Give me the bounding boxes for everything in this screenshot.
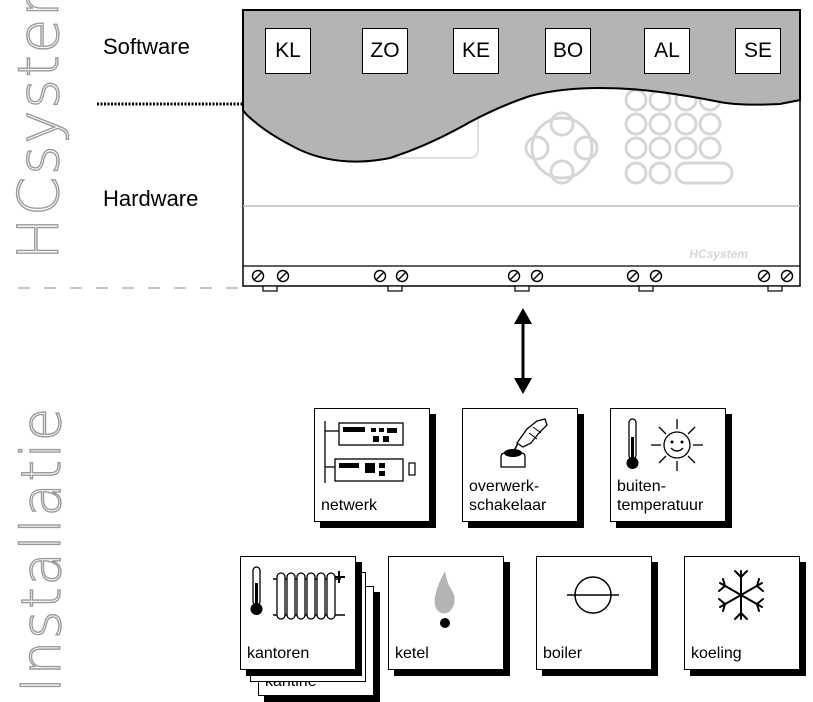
terminal-tabs xyxy=(262,285,783,292)
card-netwerk: netwerk xyxy=(314,408,430,522)
module-zo: ZO xyxy=(362,28,408,74)
network-icon xyxy=(324,421,416,483)
terminal-screws xyxy=(251,269,794,283)
card-ketel: ketel xyxy=(388,556,504,670)
module-ke: KE xyxy=(453,28,499,74)
hardware-label: Hardware xyxy=(103,186,199,211)
switch-hand-icon xyxy=(500,418,548,468)
device-keypad xyxy=(624,88,734,185)
installatie-title: Installatie xyxy=(9,405,73,693)
snowflake-icon xyxy=(718,570,764,620)
software-label: Software xyxy=(103,34,190,59)
card-boiler-label: boiler xyxy=(543,645,583,662)
connection-arrow xyxy=(514,308,532,394)
card-boiler: boiler xyxy=(536,556,652,670)
card-overwerkschakelaar-label: overwerk- schakelaar xyxy=(469,478,547,514)
flame-icon xyxy=(434,571,455,628)
module-al: AL xyxy=(644,28,690,74)
card-koeling-label: koeling xyxy=(691,645,742,662)
card-buitentemperatuur-label: buiten- temperatuur xyxy=(617,478,704,514)
thermometer-sun-icon xyxy=(626,418,703,471)
boiler-icon xyxy=(567,576,619,614)
card-kantoren-label: kantoren xyxy=(247,645,310,662)
card-koeling: koeling xyxy=(684,556,800,670)
module-bo: BO xyxy=(545,28,591,74)
device-arrow-pad xyxy=(524,111,599,185)
module-kl: KL xyxy=(265,28,311,74)
device-brand: HCsystem xyxy=(689,247,748,261)
card-kantoren: kantoren xyxy=(240,556,356,670)
card-netwerk-label: netwerk xyxy=(321,497,378,514)
module-se: SE xyxy=(735,28,781,74)
card-buitentemperatuur: buiten- temperatuur xyxy=(610,408,726,522)
radiator-icon xyxy=(250,566,345,620)
card-ketel-label: ketel xyxy=(395,645,429,662)
card-overwerkschakelaar: overwerk- schakelaar xyxy=(462,408,578,522)
